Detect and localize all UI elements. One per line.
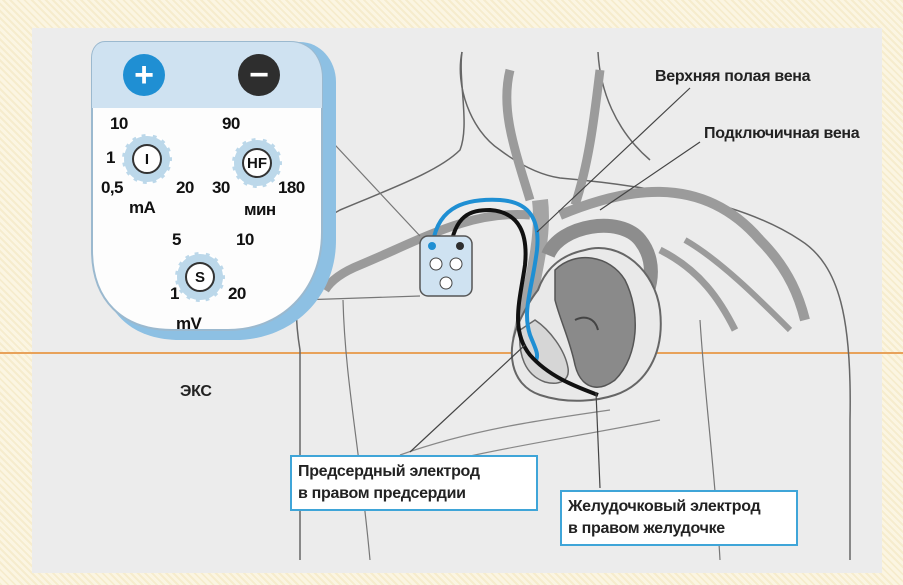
leader-svc xyxy=(537,88,690,232)
atrial-electrode-callout: Предсердный электрод в правом предсердии xyxy=(290,455,538,511)
rate-unit-label: мин xyxy=(244,200,276,220)
left-arm-line xyxy=(343,300,370,560)
jugular-vein-left xyxy=(507,70,530,200)
neck-outline xyxy=(598,52,650,160)
rate-dial-top-label: 90 xyxy=(222,114,240,134)
atrial-callout-line1: Предсердный электрод xyxy=(298,461,530,483)
current-dial: I xyxy=(122,134,172,184)
leader-atrial xyxy=(410,345,525,452)
sensitivity-dial-max-label: 20 xyxy=(228,284,246,304)
rate-dial: HF xyxy=(232,138,282,188)
vessel-branch xyxy=(660,250,735,330)
device-caption: ЭКС xyxy=(180,383,212,401)
leader-ventricular xyxy=(596,392,600,488)
sensitivity-dial-low-top-label: 5 xyxy=(172,230,181,250)
rate-dial-high-label: 180 xyxy=(278,178,305,198)
implanted-pacemaker xyxy=(420,236,472,296)
sensitivity-unit-label: mV xyxy=(176,314,201,334)
current-dial-min-label: 1 xyxy=(106,148,115,168)
current-dial-max-label: 10 xyxy=(110,114,128,134)
current-dial-symbol: I xyxy=(132,144,162,174)
sensitivity-dial: S xyxy=(175,252,225,302)
atrial-callout-line2: в правом предсердии xyxy=(298,483,530,505)
sensitivity-dial-min-label: 1 xyxy=(170,284,179,304)
ventricular-callout-line1: Желудочковый электрод xyxy=(568,496,790,518)
current-dial-low-label: 0,5 xyxy=(101,178,123,198)
rate-dial-low-label: 30 xyxy=(212,178,230,198)
rate-dial-symbol: HF xyxy=(242,148,272,178)
current-unit-label: mA xyxy=(129,198,155,218)
ventricular-electrode-callout: Желудочковый электрод в правом желудочке xyxy=(560,490,798,546)
minus-terminal-icon: − xyxy=(238,54,280,96)
sensitivity-dial-symbol: S xyxy=(185,262,215,292)
ventricular-callout-line2: в правом желудочке xyxy=(568,518,790,540)
superior-vena-cava-label: Верхняя полая вена xyxy=(655,68,810,86)
plus-terminal-icon: + xyxy=(123,54,165,96)
leader-subclavian xyxy=(600,142,700,210)
sensitivity-dial-high-top-label: 10 xyxy=(236,230,254,250)
subclavian-vein-label: Подключичная вена xyxy=(704,125,859,143)
current-dial-high-label: 20 xyxy=(176,178,194,198)
